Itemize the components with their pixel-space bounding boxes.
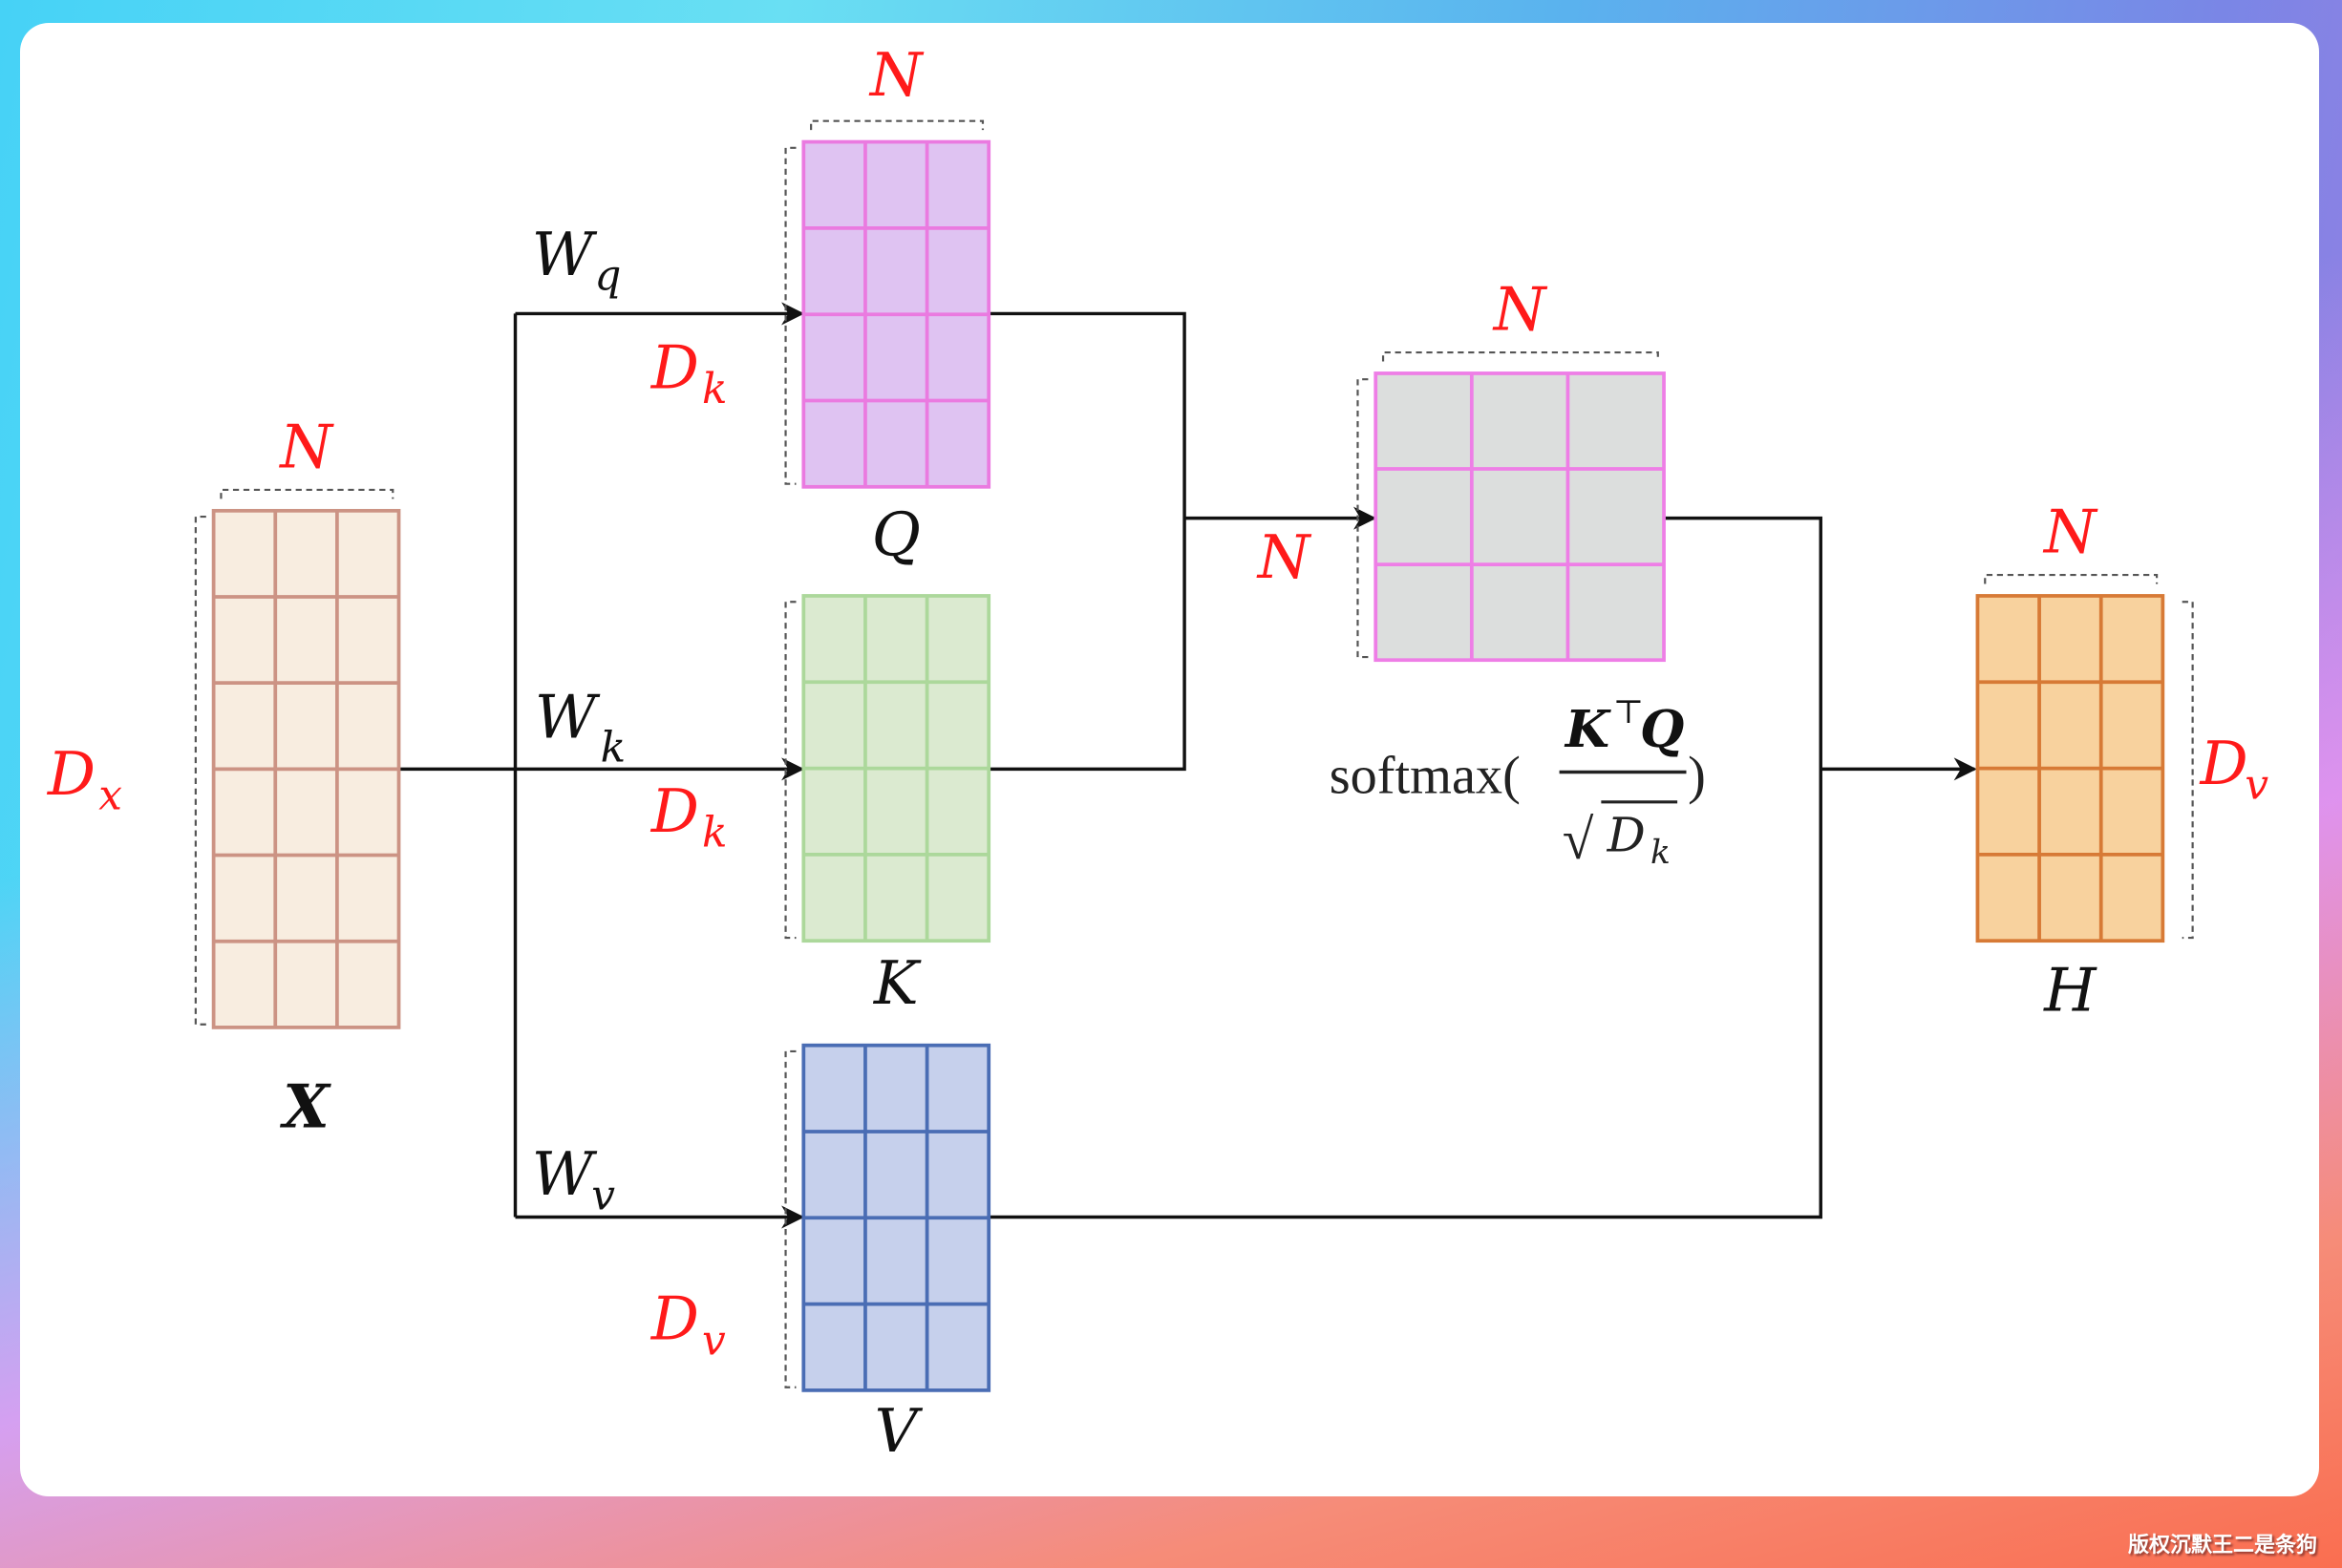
side-dim-label: D — [2199, 729, 2247, 798]
weight-label-wk: W k — [535, 683, 626, 773]
matrix-h: N DvH — [1975, 498, 2268, 1026]
side-dim-bracket — [194, 515, 206, 1026]
wv-base: W — [532, 1139, 598, 1209]
side-dim-sub: v — [2245, 761, 2268, 810]
top-dim-bracket — [1984, 573, 2159, 584]
diagram-card — [20, 23, 2319, 1496]
side-dim-label: D — [650, 776, 699, 846]
formula-d-sub: k — [1650, 834, 1671, 872]
matrix-label: V — [875, 1396, 924, 1466]
matrix-a: NN — [1256, 275, 1666, 663]
side-dim-bracket — [784, 601, 797, 940]
wk-base: W — [535, 683, 601, 752]
matrix-label: K — [873, 948, 922, 1018]
side-dim-label: D — [47, 739, 96, 809]
formula-sqrt: √ — [1563, 808, 1594, 871]
top-dim-label: N — [868, 40, 925, 110]
side-dim-bracket — [1356, 378, 1369, 659]
side-dim-label: N — [1256, 522, 1312, 592]
attention-out-line — [989, 516, 1822, 1219]
connectors — [398, 302, 1977, 1229]
formula-d: D — [1607, 807, 1646, 862]
side-dim-bracket — [784, 1049, 797, 1388]
side-dim-sub: k — [702, 365, 728, 413]
top-dim-label: N — [278, 412, 334, 481]
wq-sub: q — [594, 251, 621, 300]
wq-base: W — [532, 220, 598, 289]
softmax-formula: softmax( K ⊤ Q √ D k ) — [1330, 694, 1706, 872]
side-dim-label: D — [650, 1284, 699, 1354]
watermark-text: 版权沉默王二是条狗 — [2127, 1534, 2317, 1557]
side-dim-label: D — [650, 333, 699, 403]
side-dim-sub: v — [702, 1316, 726, 1365]
matrix-label: X — [279, 1071, 331, 1142]
top-dim-label: N — [1492, 275, 1548, 345]
formula-transpose: ⊤ — [1613, 694, 1644, 731]
formula-k: K — [1564, 699, 1611, 759]
formula-func: softmax( — [1330, 746, 1521, 805]
top-dim-bracket — [1381, 350, 1659, 362]
matrix-label: H — [2043, 956, 2097, 1026]
side-dim-sub: k — [702, 809, 728, 858]
top-dim-label: N — [2042, 498, 2098, 567]
weight-label-wv: W v — [532, 1139, 616, 1220]
weight-label-wq: W q — [532, 220, 622, 301]
q-out-line — [989, 311, 1186, 772]
matrix-label: Q — [872, 500, 921, 570]
side-dim-sub: x — [98, 772, 122, 820]
wv-sub: v — [591, 1172, 615, 1220]
side-dim-bracket — [2182, 601, 2194, 940]
matrix-body — [1373, 371, 1666, 663]
formula-q: Q — [1640, 699, 1684, 759]
side-dim-bracket — [784, 146, 797, 485]
top-dim-bracket — [220, 488, 394, 499]
top-dim-bracket — [810, 119, 985, 131]
formula-close: ) — [1688, 746, 1706, 805]
wk-sub: k — [601, 724, 627, 773]
